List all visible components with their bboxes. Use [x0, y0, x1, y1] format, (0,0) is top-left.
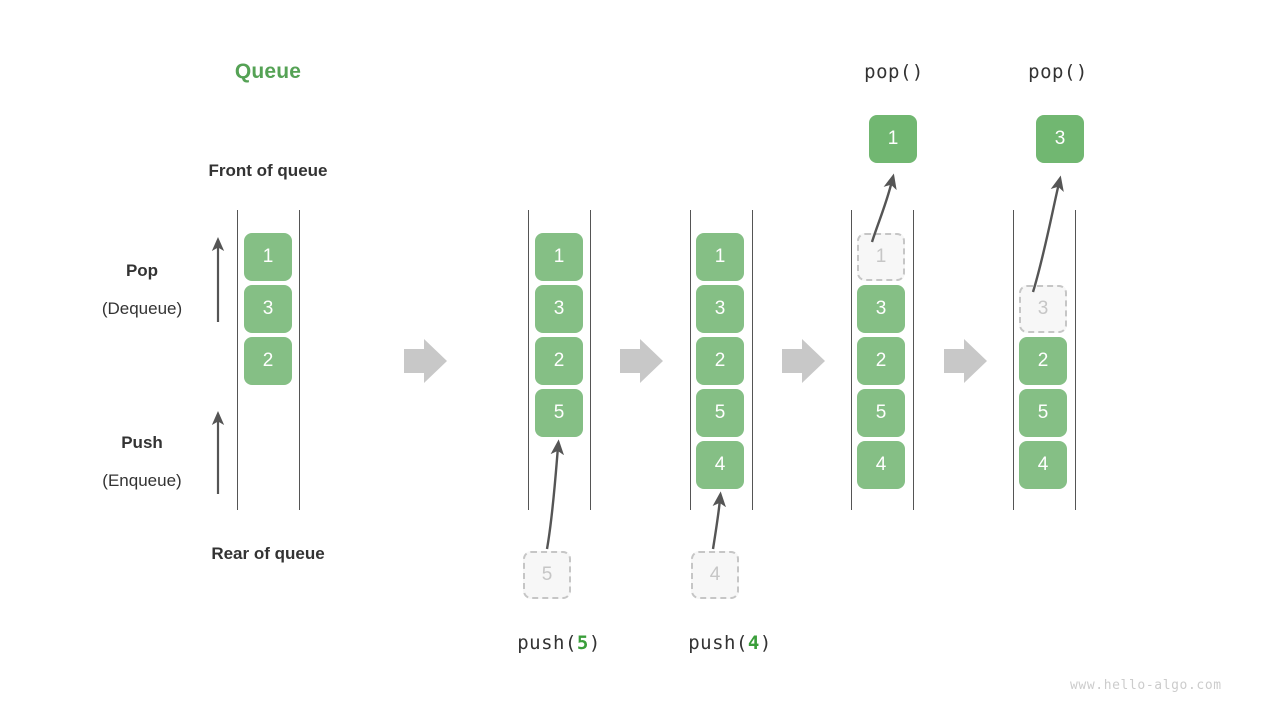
- queue-cell: 5: [535, 389, 583, 437]
- push-4-arg: 4: [747, 632, 760, 654]
- push-5-prefix: push(: [517, 632, 577, 654]
- queue-cell: 5: [857, 389, 905, 437]
- page-title: Queue: [234, 60, 302, 83]
- push-5-label: push(5): [459, 632, 659, 654]
- queue-cell-ghost: 1: [857, 233, 905, 281]
- dequeue-label: (Dequeue): [101, 299, 183, 318]
- queue-cell: 3: [857, 285, 905, 333]
- queue-cell: 2: [1019, 337, 1067, 385]
- popped-cell: 3: [1036, 115, 1084, 163]
- queue-cell: 1: [535, 233, 583, 281]
- queue-cell: 1: [244, 233, 292, 281]
- pop-label-col4: pop(): [864, 61, 924, 83]
- queue-cell: 3: [696, 285, 744, 333]
- queue-cell: 4: [1019, 441, 1067, 489]
- watermark: www.hello-algo.com: [1070, 678, 1222, 693]
- queue-rail-right-col4: [913, 210, 914, 510]
- queue-rail-right-col2: [590, 210, 591, 510]
- front-of-queue-label: Front of queue: [208, 161, 328, 180]
- queue-cell: 5: [1019, 389, 1067, 437]
- flow-arrow-2: [620, 339, 663, 383]
- push-5-arg: 5: [576, 632, 589, 654]
- queue-rail-left-col1: [237, 210, 238, 510]
- queue-cell: 1: [696, 233, 744, 281]
- push-5-suffix: ): [588, 632, 601, 654]
- pop-label-col5: pop(): [1028, 61, 1088, 83]
- queue-cell: 3: [244, 285, 292, 333]
- incoming-ghost-cell: 5: [523, 551, 571, 599]
- queue-cell: 2: [696, 337, 744, 385]
- queue-cell-ghost: 3: [1019, 285, 1067, 333]
- queue-cell: 2: [857, 337, 905, 385]
- push-label: Push: [121, 433, 163, 452]
- flow-arrow-4: [944, 339, 987, 383]
- queue-rail-left-col5: [1013, 210, 1014, 510]
- queue-rail-left-col2: [528, 210, 529, 510]
- queue-cell: 3: [535, 285, 583, 333]
- queue-cell: 4: [696, 441, 744, 489]
- push-4-prefix: push(: [688, 632, 748, 654]
- rear-of-queue-label: Rear of queue: [211, 544, 325, 563]
- queue-rail-right-col3: [752, 210, 753, 510]
- flow-arrow-1: [404, 339, 447, 383]
- pop-3-arrow: [1031, 175, 1064, 293]
- enqueue-label: (Enqueue): [102, 471, 182, 490]
- queue-cell: 2: [535, 337, 583, 385]
- popped-cell: 1: [869, 115, 917, 163]
- queue-rail-left-col4: [851, 210, 852, 510]
- queue-rail-left-col3: [690, 210, 691, 510]
- push-4-suffix: ): [759, 632, 772, 654]
- incoming-ghost-cell: 4: [691, 551, 739, 599]
- queue-cell: 2: [244, 337, 292, 385]
- queue-rail-right-col1: [299, 210, 300, 510]
- flow-arrow-3: [782, 339, 825, 383]
- push-5-arrow: [545, 439, 565, 550]
- queue-rail-right-col5: [1075, 210, 1076, 510]
- queue-cell: 5: [696, 389, 744, 437]
- push-4-arrow: [711, 491, 726, 550]
- queue-cell: 4: [857, 441, 905, 489]
- pop-label: Pop: [125, 261, 159, 280]
- push-4-label: push(4): [630, 632, 830, 654]
